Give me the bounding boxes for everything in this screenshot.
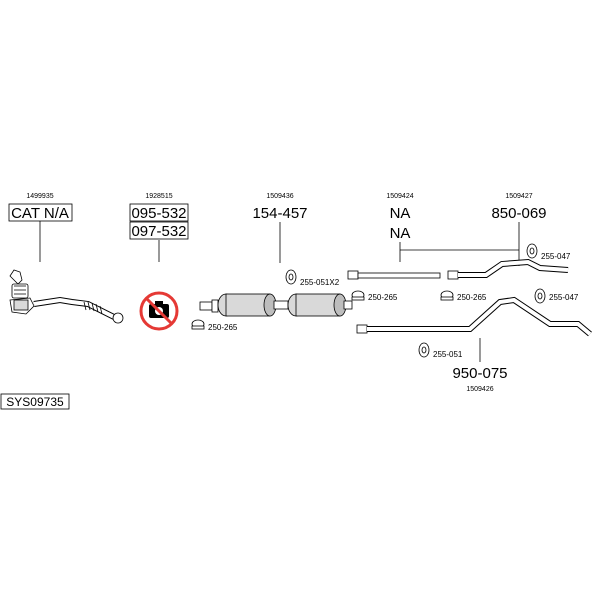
part-number-connecting-pipe-2[interactable]: NA xyxy=(390,225,411,242)
connecting-pipe-drawing xyxy=(347,270,441,280)
oem-number-cat: 1499935 xyxy=(26,193,53,200)
hanger-icon xyxy=(285,269,297,285)
part-number-lower-pipe[interactable]: 950-075 xyxy=(452,365,507,382)
clamp-label-1: 250-265 xyxy=(208,323,238,332)
clamp-icon xyxy=(440,290,454,301)
hanger-icon xyxy=(418,342,430,358)
middle-silencer-drawing xyxy=(199,293,353,317)
catalytic-converter-drawing xyxy=(9,269,124,324)
part-number-flexpipe-2[interactable]: 097-532 xyxy=(131,223,186,240)
part-number-flexpipe-1[interactable]: 095-532 xyxy=(131,205,186,222)
oem-number-lower-pipe: 1509426 xyxy=(466,386,493,393)
part-box-flexpipe-2 xyxy=(129,221,189,240)
hanger-icon xyxy=(534,288,546,304)
part-number-cat[interactable]: CAT N/A xyxy=(11,205,69,222)
clamp-label-4: 250-265 xyxy=(457,293,487,302)
oem-number-flexpipe: 1928515 xyxy=(145,193,172,200)
no-photo-icon xyxy=(139,291,179,331)
rear-pipe-upper-drawing xyxy=(447,258,569,280)
clamp-label-7: 255-051 xyxy=(433,350,463,359)
system-code-box xyxy=(0,393,70,410)
oem-number-middle-silencer: 1509436 xyxy=(266,193,293,200)
clamp-label-2: 255-051X2 xyxy=(300,278,340,287)
clamp-label-6: 255-047 xyxy=(549,293,579,302)
part-number-rear-silencer[interactable]: 850-069 xyxy=(491,205,546,222)
part-number-connecting-pipe-1[interactable]: NA xyxy=(390,205,411,222)
oem-number-rear-silencer: 1509427 xyxy=(505,193,532,200)
part-number-middle-silencer[interactable]: 154-457 xyxy=(252,205,307,222)
part-box-cat xyxy=(8,203,73,222)
system-code: SYS09735 xyxy=(6,395,64,409)
clamp-icon xyxy=(351,290,365,301)
clamp-icon xyxy=(191,319,205,330)
clamp-label-3: 250-265 xyxy=(368,293,398,302)
part-box-flexpipe-1 xyxy=(129,203,189,222)
rear-pipe-lower-drawing xyxy=(356,296,592,337)
hanger-icon xyxy=(526,243,538,259)
oem-number-connecting-pipe: 1509424 xyxy=(386,193,413,200)
clamp-label-5: 255-047 xyxy=(541,252,571,261)
